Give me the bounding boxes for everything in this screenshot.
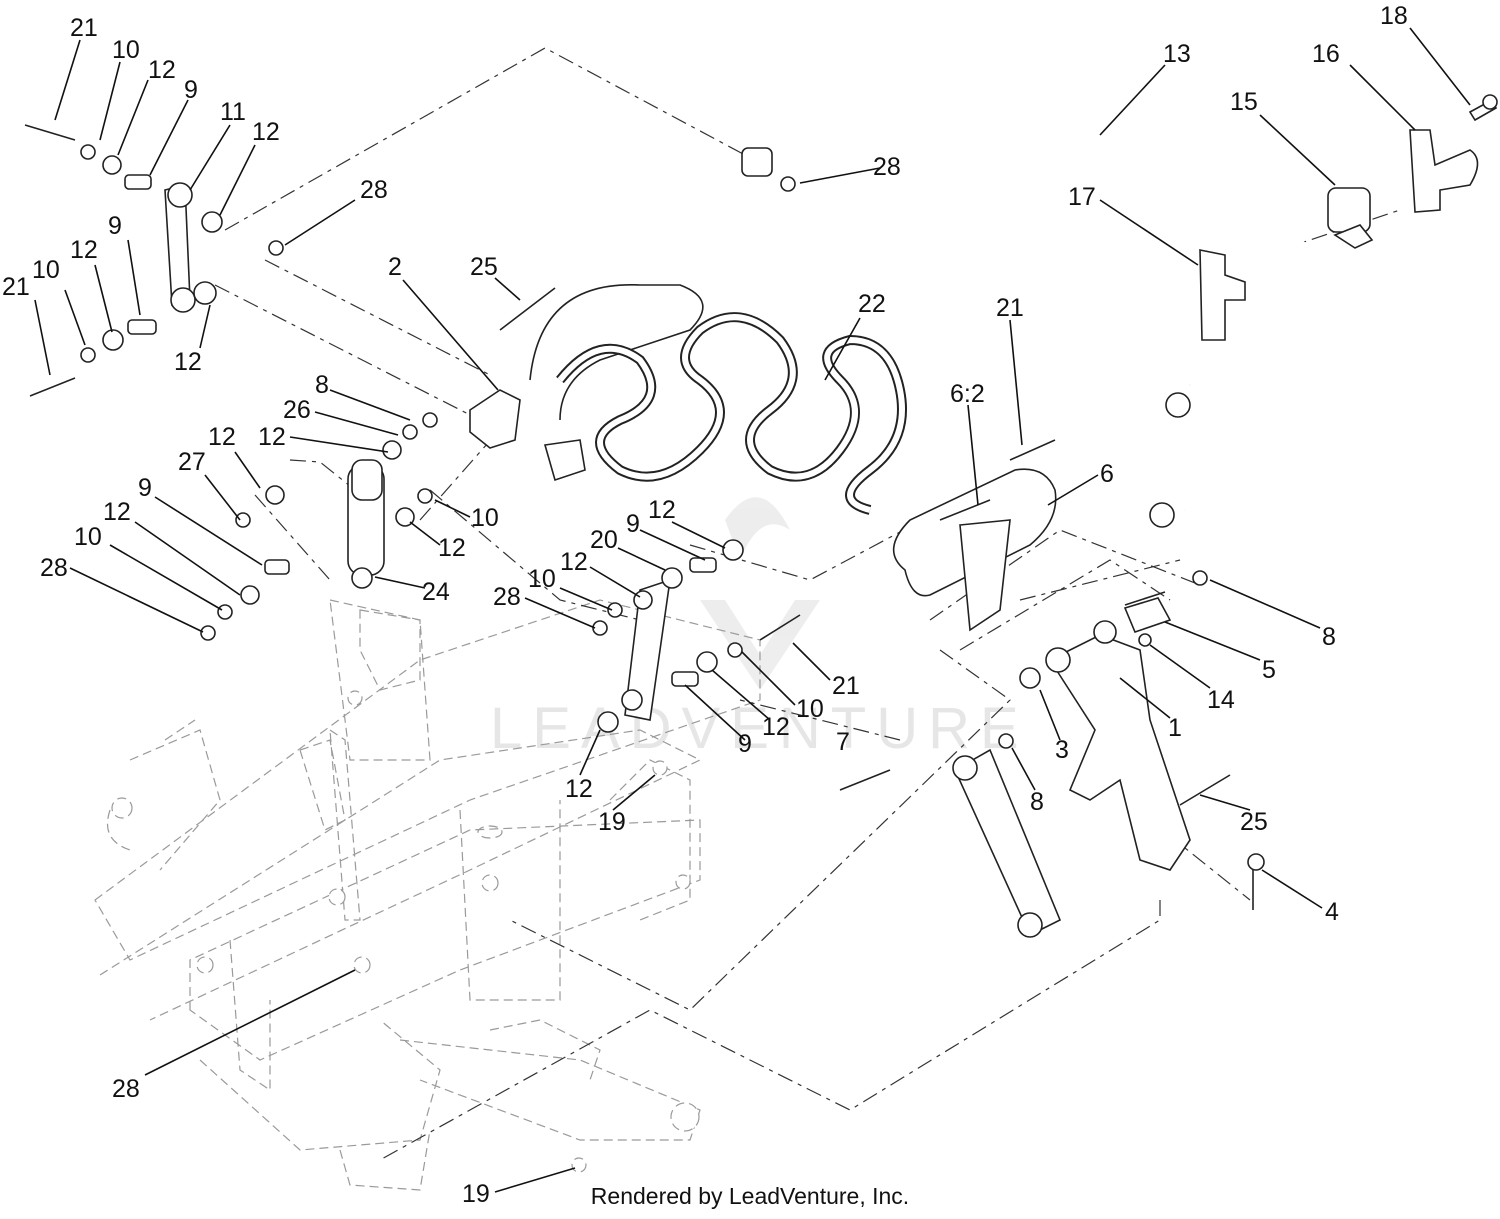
- callout-8: 8: [315, 371, 329, 399]
- control-arm-1: [998, 570, 1208, 871]
- callout-11: 11: [220, 98, 246, 126]
- callout-10: 10: [471, 504, 499, 532]
- callout-7: 7: [836, 728, 850, 756]
- callout-18: 18: [1380, 2, 1408, 30]
- callout-26: 26: [283, 396, 311, 424]
- callout-12: 12: [174, 348, 202, 376]
- callout-21: 21: [832, 672, 860, 700]
- callout-13: 13: [1163, 40, 1191, 68]
- callout-28: 28: [873, 153, 901, 181]
- callout-15: 15: [1230, 88, 1258, 116]
- callout-28: 28: [112, 1075, 140, 1103]
- callout-12: 12: [208, 423, 236, 451]
- callout-12: 12: [252, 118, 280, 146]
- callout-9: 9: [184, 76, 198, 104]
- render-credit: Rendered by LeadVenture, Inc.: [590, 1183, 910, 1209]
- callout-12: 12: [560, 548, 588, 576]
- callout-12: 12: [438, 534, 466, 562]
- watermark-text: LEADVENTURE: [490, 696, 1029, 761]
- callout-9: 9: [738, 730, 752, 758]
- callout-10: 10: [74, 523, 102, 551]
- callout-28: 28: [40, 554, 68, 582]
- link-and-bushings: [24, 124, 1265, 910]
- callout-8: 8: [1030, 788, 1044, 816]
- callout-10: 10: [796, 695, 824, 723]
- callout-21: 21: [2, 273, 30, 301]
- callout-6: 6: [1100, 460, 1114, 488]
- spring-plate-6: [892, 468, 1057, 632]
- callout-12: 12: [70, 236, 98, 264]
- callout-12: 12: [762, 713, 790, 741]
- callout-labels: 21 10 12 9 11 12 28 21 10 12 9 12 13 28 …: [2, 2, 1408, 1208]
- callout-22: 22: [858, 290, 886, 318]
- callout-12: 12: [103, 498, 131, 526]
- callout-12: 12: [258, 423, 286, 451]
- callout-19: 19: [462, 1180, 490, 1208]
- callout-24: 24: [422, 578, 450, 606]
- callout-2: 2: [388, 253, 402, 281]
- callout-28: 28: [360, 176, 388, 204]
- callout-5: 5: [1262, 656, 1276, 684]
- callout-6-2: 6:2: [950, 380, 985, 408]
- callout-21: 21: [996, 294, 1024, 322]
- callout-9: 9: [138, 474, 152, 502]
- callout-4: 4: [1325, 898, 1339, 926]
- shock-absorber-right: [952, 748, 1062, 938]
- callout-28: 28: [493, 583, 521, 611]
- sway-bar-assembly: [268, 67, 1498, 528]
- callout-21: 21: [70, 14, 98, 42]
- callout-16: 16: [1312, 40, 1340, 68]
- callout-19: 19: [598, 808, 626, 836]
- callout-3: 3: [1055, 736, 1069, 764]
- callout-9: 9: [108, 212, 122, 240]
- callout-8: 8: [1322, 623, 1336, 651]
- watermark-logo: [700, 497, 820, 690]
- callout-9: 9: [626, 510, 640, 538]
- callout-10: 10: [528, 565, 556, 593]
- callout-10: 10: [112, 36, 140, 64]
- callout-20: 20: [590, 526, 618, 554]
- callout-17: 17: [1068, 183, 1096, 211]
- frame-chassis: [94, 599, 761, 1191]
- coil-spring-22: [469, 284, 907, 515]
- callout-25: 25: [470, 253, 498, 281]
- callout-12: 12: [148, 56, 176, 84]
- callout-25: 25: [1240, 808, 1268, 836]
- callout-14: 14: [1207, 686, 1235, 714]
- shock-absorber-24: [347, 459, 385, 589]
- callout-27: 27: [178, 448, 206, 476]
- leader-lines: [34, 27, 1471, 1193]
- callout-12: 12: [648, 496, 676, 524]
- callout-1: 1: [1168, 714, 1182, 742]
- callout-10: 10: [32, 256, 60, 284]
- callout-12: 12: [565, 775, 593, 803]
